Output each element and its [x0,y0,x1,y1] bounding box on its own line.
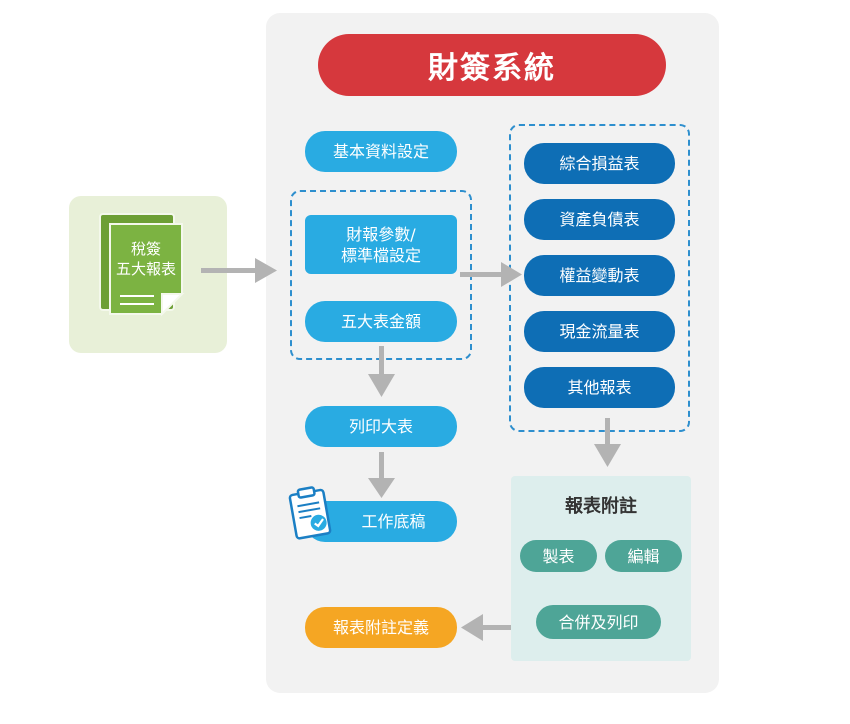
arrow-right-icon [201,258,277,283]
arrow-down-icon [594,418,621,467]
working-papers-node: 工作底稿 [305,501,457,542]
arrow-left-icon [461,614,511,641]
print-statements-node: 列印大表 [305,406,457,447]
basic-settings-node: 基本資料設定 [305,131,457,172]
five-amounts-node: 五大表金額 [305,301,457,342]
arrow-right-icon [460,262,522,287]
param-settings-line1: 財報參數/ [346,224,416,244]
report-item: 現金流量表 [524,311,675,352]
report-item: 資產負債表 [524,199,675,240]
notes-edit-node: 編輯 [605,540,682,572]
report-item: 權益變動表 [524,255,675,296]
report-item: 其他報表 [524,367,675,408]
report-item: 綜合損益表 [524,143,675,184]
notes-merge-print-node: 合併及列印 [536,605,661,639]
system-title: 財簽系統 [318,34,666,96]
notes-title: 報表附註 [565,496,637,517]
param-settings-node: 財報參數/ 標準檔設定 [305,215,457,274]
source-label-line2: 五大報表 [115,260,176,278]
source-label-line1: 稅簽 [130,240,161,258]
source-label: 稅簽 五大報表 [110,239,182,279]
document-stack-icon [99,213,185,317]
arrow-down-icon [368,452,395,498]
param-settings-line2: 標準檔設定 [340,245,421,265]
clipboard-check-icon [288,486,332,540]
notes-make-node: 製表 [520,540,597,572]
notes-definition-node: 報表附註定義 [305,607,457,648]
arrow-down-icon [368,346,395,397]
